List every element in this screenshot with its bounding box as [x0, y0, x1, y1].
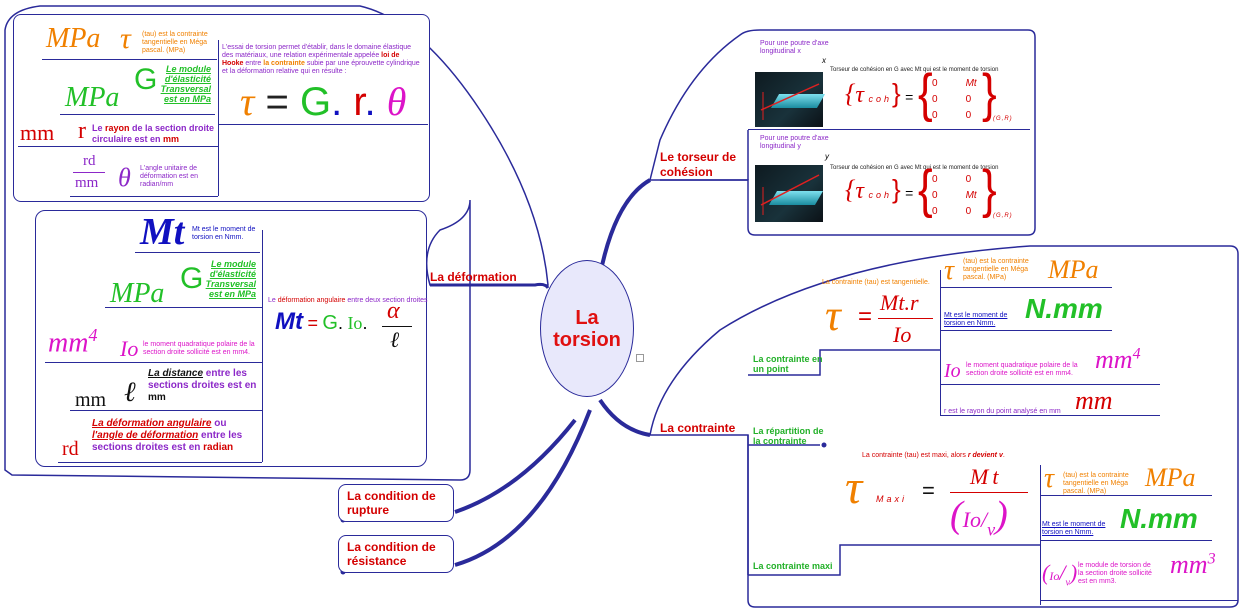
max-formula-num: Mt: [970, 464, 1003, 489]
collapse-icon[interactable]: [636, 354, 644, 362]
mt-desc: Mt est le moment de torsion en Nmm.: [192, 226, 256, 241]
unit-mm4: mm4: [48, 325, 98, 359]
beam-x-image: [755, 72, 826, 127]
unit-mpa-tau: MPa: [46, 23, 101, 54]
torseur-y-label: Pour une poutre d'axe longitudinal y: [760, 135, 829, 150]
point-formula-tau: τ: [825, 291, 841, 340]
angular-formula: Mt = G. Io.: [275, 308, 368, 335]
point-tau-desc: (tau) est la contrainte tangentielle en …: [963, 258, 1029, 281]
hooke-box: [13, 14, 430, 202]
central-node[interactable]: La torsion: [540, 260, 634, 397]
theta-symbol: θ: [118, 163, 131, 192]
unit-mpa-g: MPa: [65, 82, 120, 113]
connector-torseur: [598, 178, 652, 276]
g-desc: Le module d'élasticité Transversal est e…: [160, 64, 211, 104]
tau-desc: (tau) est la contrainte tangentielle en …: [142, 31, 208, 54]
torseur-y-desc: Torseur de cohésion en G avec Mt qui est…: [830, 165, 999, 171]
max-formula-tau: τ: [845, 461, 863, 514]
alpha-numerator: α: [387, 298, 400, 324]
alpha-desc: La déformation angulaire ou l'angle de d…: [92, 418, 243, 453]
hooke-formula: τ = G. r. θ: [240, 79, 407, 124]
io-desc: le moment quadratique polaire de la sect…: [143, 341, 255, 356]
unit-mpa-g2: MPa: [110, 278, 165, 309]
torseur-x-sub: (G,R): [993, 116, 1013, 122]
l-symbol: ℓ: [124, 377, 136, 408]
r-desc: Le rayon de la section droite circulaire…: [92, 123, 215, 144]
outline-left: [4, 5, 549, 481]
io-symbol: Io: [120, 336, 139, 361]
l-desc: La distance entre les sections droites e…: [148, 368, 257, 403]
max-unit-nmm: N.mm: [1120, 503, 1198, 534]
unit-mm-l: mm: [75, 389, 107, 411]
mt-symbol: Mt: [140, 211, 185, 253]
max-tau-desc: (tau) est la contrainte tangentielle en …: [1063, 472, 1129, 495]
r-symbol: r: [78, 118, 86, 144]
point-formula-den: Io: [893, 322, 912, 347]
max-mt-desc: Mt est le moment de torsion en Nmm.: [1042, 521, 1106, 536]
angular-intro: Le déformation angulaire entre deux sect…: [268, 297, 428, 304]
connector-contrainte: [598, 398, 651, 437]
tau-symbol: τ: [120, 22, 131, 55]
max-formula-den: (Io/v): [950, 494, 1008, 540]
torseur-x-label: Pour une poutre d'axe longitudinal x: [760, 40, 829, 55]
g-symbol: G: [134, 63, 158, 96]
point-formula-eq: =: [858, 303, 873, 330]
max-unit-mpa: MPa: [1145, 463, 1196, 492]
tangent-note: La contrainte (tau) est tangentielle.: [822, 279, 930, 286]
g2-desc: Le module d'élasticité Transversal est e…: [205, 259, 256, 299]
l-denominator: ℓ: [390, 327, 400, 352]
hooke-intro: L'essai de torsion permet d'établir, dan…: [222, 44, 420, 75]
connector-rupture: [454, 418, 577, 514]
max-formula-eq: =: [922, 478, 935, 503]
connector-deformation: [430, 282, 550, 289]
branch-torseur[interactable]: Le torseur de cohésion: [660, 150, 737, 179]
torseur-y-sub: (G,R): [993, 213, 1013, 219]
point-unit-mm: mm: [1075, 386, 1113, 415]
axis-y-label: y: [825, 152, 829, 161]
point-unit-mpa: MPa: [1048, 255, 1099, 284]
outline-torseur: [649, 29, 1036, 236]
branch-condition-rupture[interactable]: La condition de rupture: [338, 484, 454, 522]
branch-contrainte[interactable]: La contrainte: [660, 421, 736, 435]
branch-condition-resistance[interactable]: La condition de résistance: [338, 535, 454, 573]
torseur-y-matrix: {τ coh} =: [845, 174, 914, 204]
max-iov-desc: le module de torsion de la section droit…: [1078, 562, 1152, 585]
label-repartition[interactable]: La répartition de la contrainte: [753, 426, 824, 446]
unit-mm-theta: mm: [75, 175, 99, 191]
label-contrainte-maxi[interactable]: La contrainte maxi: [753, 561, 833, 571]
max-iov: (Io/v): [1042, 560, 1078, 589]
unit-rd: rd: [83, 153, 96, 169]
central-title-line1: La: [575, 306, 599, 329]
max-tau-symbol: τ: [1044, 463, 1055, 494]
point-unit-nmm: N.mm: [1025, 293, 1103, 324]
point-formula-num: Mt.r: [880, 290, 919, 315]
point-r-desc: r est le rayon du point analysé en mm: [944, 408, 1061, 415]
torseur-x-matrix: {τ coh} =: [845, 78, 914, 108]
torseur-x-desc: Torseur de cohésion en G avec Mt qui est…: [830, 67, 999, 73]
central-title-line2: torsion: [553, 328, 621, 351]
point-tau-symbol: τ: [944, 255, 955, 286]
beam-y-image: [755, 165, 824, 222]
unit-rd2: rd: [62, 438, 79, 460]
unit-mm-r: mm: [20, 120, 55, 145]
outline-contrainte: [649, 245, 1239, 608]
connector-resistance: [454, 409, 592, 567]
point-io-desc: le moment quadratique polaire de la sect…: [966, 362, 1078, 377]
max-formula-sub: Maxi: [876, 494, 908, 504]
axis-x-label: x: [822, 56, 826, 65]
point-unit-mm4: mm4: [1095, 345, 1141, 374]
point-io-symbol: Io: [944, 360, 961, 382]
max-note: La contrainte (tau) est maxi, alors r de…: [862, 452, 1005, 459]
label-contrainte-point[interactable]: La contrainte en un point: [753, 354, 823, 374]
branch-deformation[interactable]: La déformation: [430, 270, 517, 284]
theta-desc: L'angle unitaire de déformation est en r…: [140, 165, 198, 188]
point-mt-desc: Mt est le moment de torsion en Nmm.: [944, 312, 1008, 327]
max-unit-mm3: mm3: [1170, 550, 1216, 579]
g2-symbol: G: [180, 262, 204, 295]
